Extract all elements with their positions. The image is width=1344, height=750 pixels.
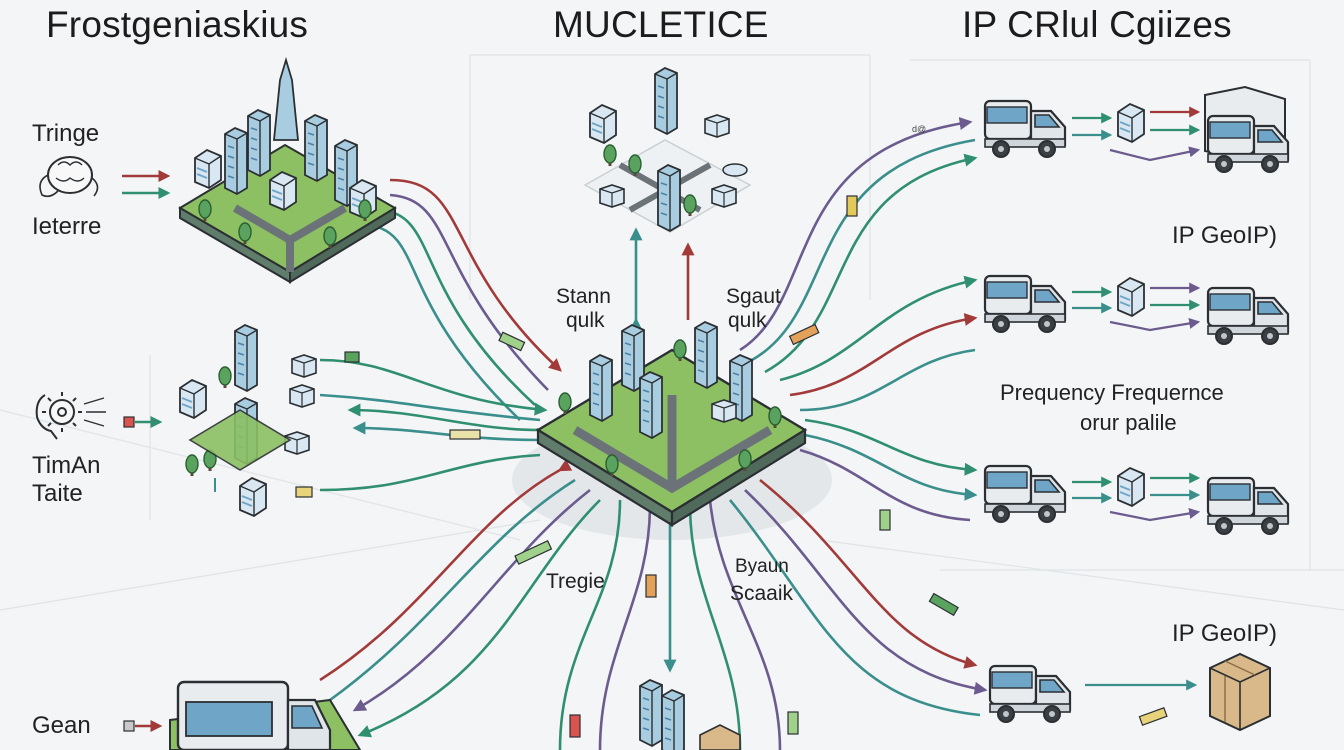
gear-head-icon [35, 392, 106, 440]
truck-row-1 [983, 85, 1290, 174]
label-prequency: Prequency Frequernce [1000, 380, 1224, 405]
label-sgaut: Sgaut [726, 285, 781, 308]
central-hub [535, 321, 808, 527]
label-timan: TimAn [32, 452, 101, 479]
packet-chips: d@ [123, 124, 1168, 738]
svg-text:d@: d@ [912, 124, 926, 134]
label-tregie: Tregie [546, 570, 605, 593]
flow-lines [319, 117, 988, 750]
brain-icon [39, 156, 99, 198]
cluster-middle-left [179, 324, 317, 517]
label-sgaut-sub: qulk [728, 309, 767, 332]
label-stann: Stann [556, 285, 611, 308]
background-grid [0, 54, 1344, 611]
label-taite: Taite [32, 480, 83, 507]
label-ieterre: Ieterre [32, 213, 102, 240]
truck-row-3 [983, 464, 1290, 536]
label-gean: Gean [32, 712, 91, 739]
city-block-top-left [178, 56, 397, 284]
label-ip-geoip-1: IP GeoIP) [1172, 222, 1277, 249]
header-left: Frostgeniaskius [46, 4, 309, 45]
header-center: MUCLETICE [553, 4, 769, 45]
input-arrows [122, 170, 171, 732]
label-ip-geoip-2: IP GeoIP) [1172, 620, 1277, 647]
truck-row-2 [983, 274, 1290, 346]
label-prequency-sub: orur palile [1080, 410, 1177, 435]
city-block-top-center [583, 67, 752, 233]
label-byaun: Byaun [735, 556, 789, 577]
cluster-bottom-center [639, 679, 741, 750]
label-tringe: Tringe [32, 120, 100, 147]
truck-bottom-left [169, 680, 362, 750]
truck-connectors [1072, 106, 1201, 691]
label-stann-sub: qulk [566, 309, 605, 332]
truck-bottom-right [988, 652, 1271, 732]
label-scaaik: Scaaik [730, 582, 794, 605]
header-right: IP CRlul Cgiizes [962, 4, 1232, 45]
